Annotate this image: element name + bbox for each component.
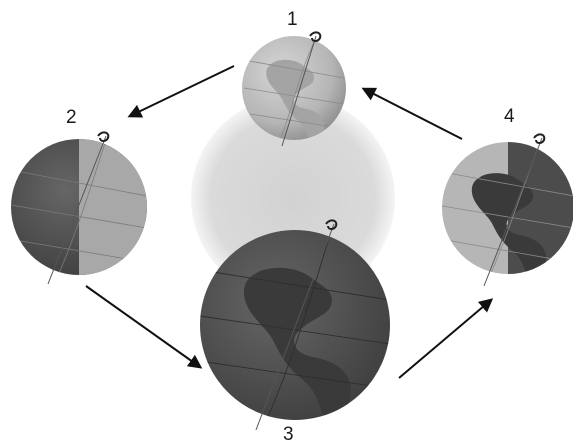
arrow-4-to-1: [364, 89, 462, 139]
position-label-4: 4: [504, 107, 515, 126]
arrow-1-to-2: [130, 66, 234, 116]
arrow-2-to-3: [86, 286, 200, 367]
position-label-1: 1: [287, 10, 298, 29]
position-label-2: 2: [66, 108, 77, 127]
globe-position-4: [442, 134, 573, 286]
globe-position-2: [11, 132, 149, 285]
position-label-3: 3: [283, 425, 294, 444]
arrow-3-to-4: [399, 300, 491, 378]
